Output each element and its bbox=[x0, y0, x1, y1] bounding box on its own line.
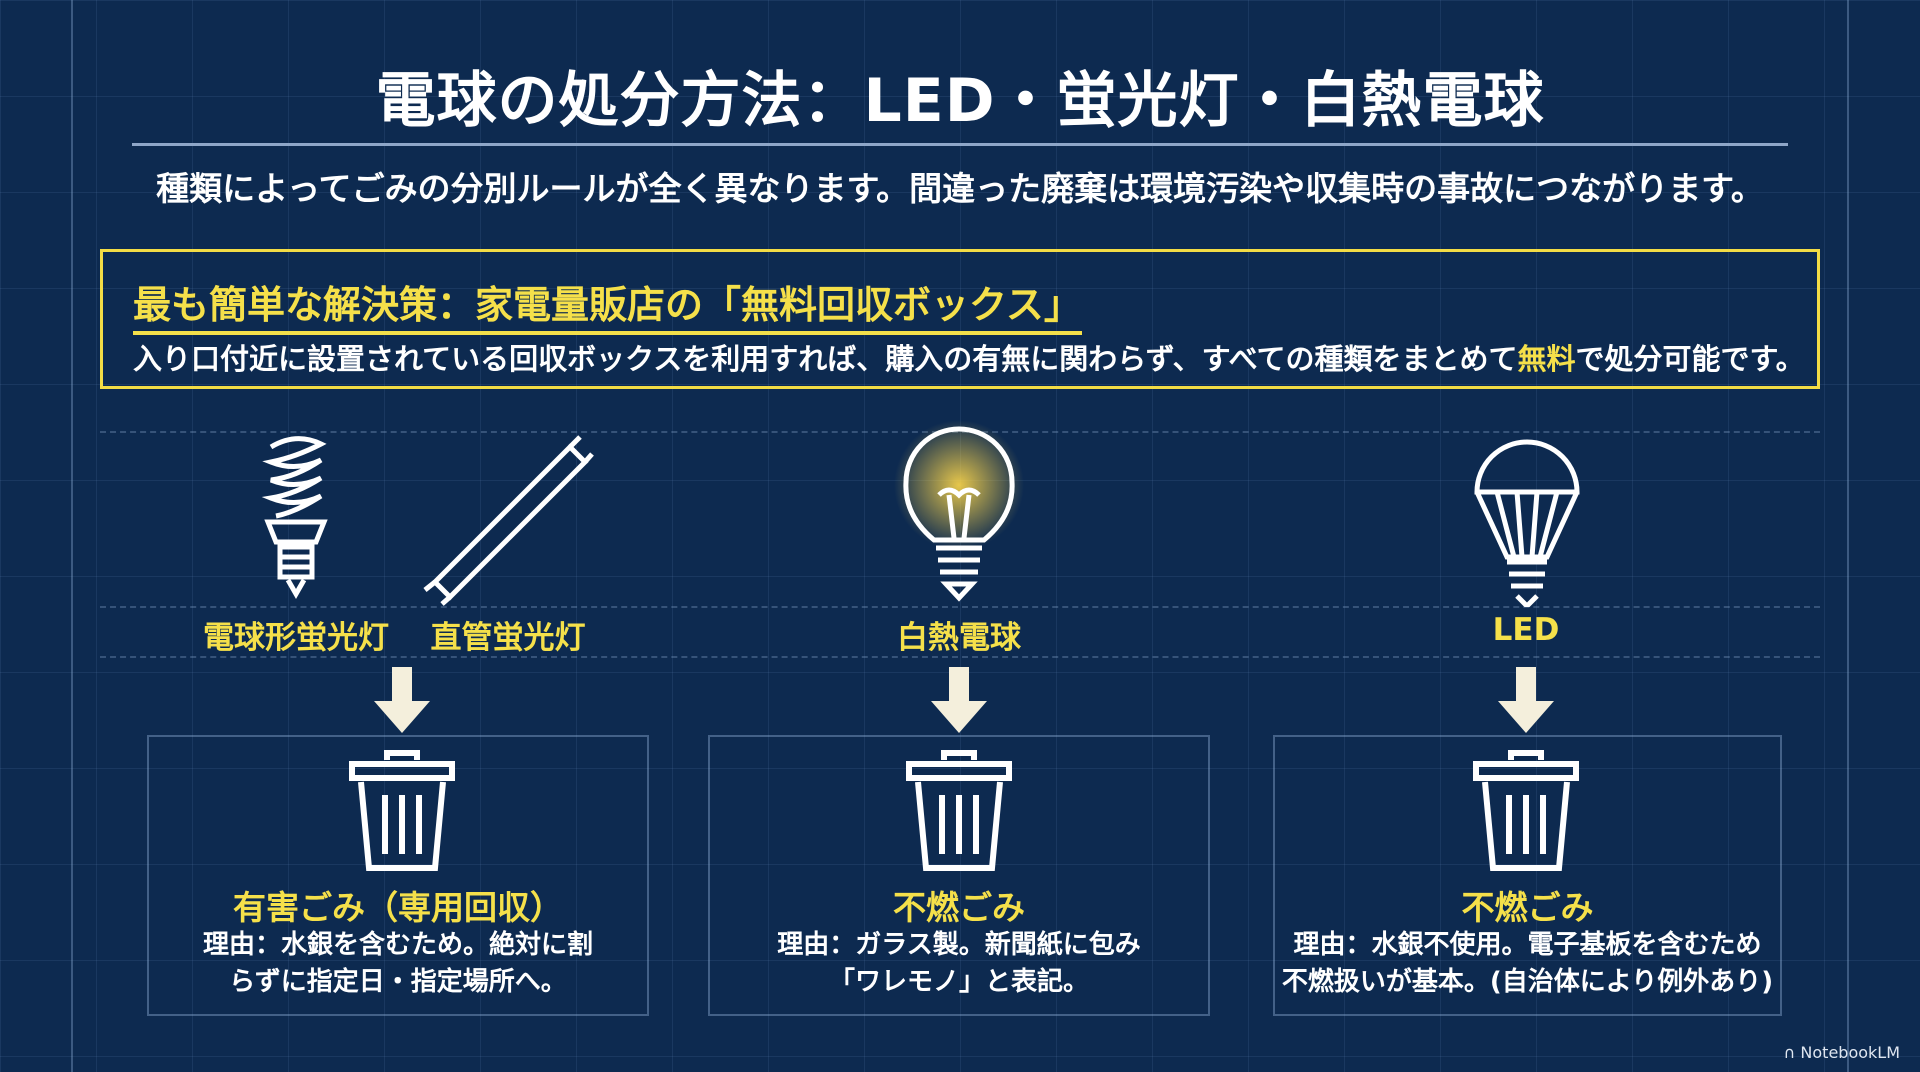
category-name: 不燃ごみ bbox=[893, 888, 1025, 927]
frame-line-left bbox=[71, 0, 73, 1072]
subtitle: 種類によってごみの分別ルールが全く異なります。間違った廃棄は環境汚染や収集時の事… bbox=[156, 169, 1764, 208]
disposal-card-incombustible: 不燃ごみ 理由：ガラス製。新聞紙に包み「ワレモノ」と表記。 bbox=[708, 735, 1210, 1016]
arrow-down-icon bbox=[931, 667, 987, 733]
category-reason: 理由：ガラス製。新聞紙に包み「ワレモノ」と表記。 bbox=[710, 927, 1208, 1001]
callout-highlight: 無料 bbox=[1517, 342, 1576, 376]
incandescent-bulb-icon bbox=[894, 420, 1024, 602]
reason-line: らずに指定日・指定場所へ。 bbox=[229, 967, 567, 997]
led-bulb-icon bbox=[1474, 439, 1580, 607]
bulb-label-tube: 直管蛍光灯 bbox=[430, 620, 586, 656]
guide-line bbox=[100, 606, 1820, 608]
callout-box: 最も簡単な解決策：家電量販店の「無料回収ボックス」 入り口付近に設置されている回… bbox=[100, 249, 1820, 389]
watermark-text: NotebookLM bbox=[1800, 1043, 1900, 1062]
arrow-down-icon bbox=[374, 667, 430, 733]
watermark: ∩ NotebookLM bbox=[1783, 1043, 1900, 1062]
reason-line: 理由：水銀不使用。電子基板を含むため bbox=[1293, 930, 1762, 960]
fluorescent-tube-icon bbox=[423, 435, 594, 606]
bulb-label-cfl: 電球形蛍光灯 bbox=[203, 620, 389, 656]
title-divider bbox=[132, 143, 1788, 146]
arrow-down-icon bbox=[1498, 667, 1554, 733]
page-title: 電球の処分方法：LED・蛍光灯・白熱電球 bbox=[375, 66, 1545, 136]
category-name: 有害ごみ（専用回収） bbox=[233, 888, 563, 927]
callout-body: 入り口付近に設置されている回収ボックスを利用すれば、購入の有無に関わらず、すべて… bbox=[133, 336, 1805, 378]
bulb-label-led: LED bbox=[1492, 612, 1560, 648]
disposal-card-hazardous: 有害ごみ（専用回収） 理由：水銀を含むため。絶対に割らずに指定日・指定場所へ。 bbox=[147, 735, 649, 1016]
cfl-bulb-icon bbox=[261, 436, 328, 600]
bulb-label-incandescent: 白熱電球 bbox=[897, 620, 1021, 656]
category-reason: 理由：水銀不使用。電子基板を含むため不燃扱いが基本。(自治体により例外あり) bbox=[1275, 927, 1780, 1001]
frame-line-right bbox=[1847, 0, 1849, 1072]
reason-line: 理由：水銀を含むため。絶対に割 bbox=[202, 930, 593, 960]
callout-heading: 最も簡単な解決策：家電量販店の「無料回収ボックス」 bbox=[133, 274, 1082, 335]
category-reason: 理由：水銀を含むため。絶対に割らずに指定日・指定場所へ。 bbox=[149, 927, 647, 1001]
category-name: 不燃ごみ bbox=[1461, 888, 1594, 927]
reason-line: 「ワレモノ」と表記。 bbox=[828, 967, 1089, 997]
callout-text: 入り口付近に設置されている回収ボックスを利用すれば、購入の有無に関わらず、すべて… bbox=[133, 342, 1518, 376]
trash-can-icon bbox=[349, 750, 455, 871]
reason-line: 理由：ガラス製。新聞紙に包み bbox=[777, 930, 1141, 960]
trash-can-icon bbox=[1473, 750, 1579, 871]
callout-text-end: で処分可能です。 bbox=[1575, 342, 1805, 376]
disposal-card-led: 不燃ごみ 理由：水銀不使用。電子基板を含むため不燃扱いが基本。(自治体により例外… bbox=[1273, 735, 1782, 1016]
trash-can-icon bbox=[906, 750, 1012, 871]
guide-line bbox=[100, 656, 1820, 658]
reason-line: 不燃扱いが基本。(自治体により例外あり) bbox=[1281, 967, 1774, 997]
